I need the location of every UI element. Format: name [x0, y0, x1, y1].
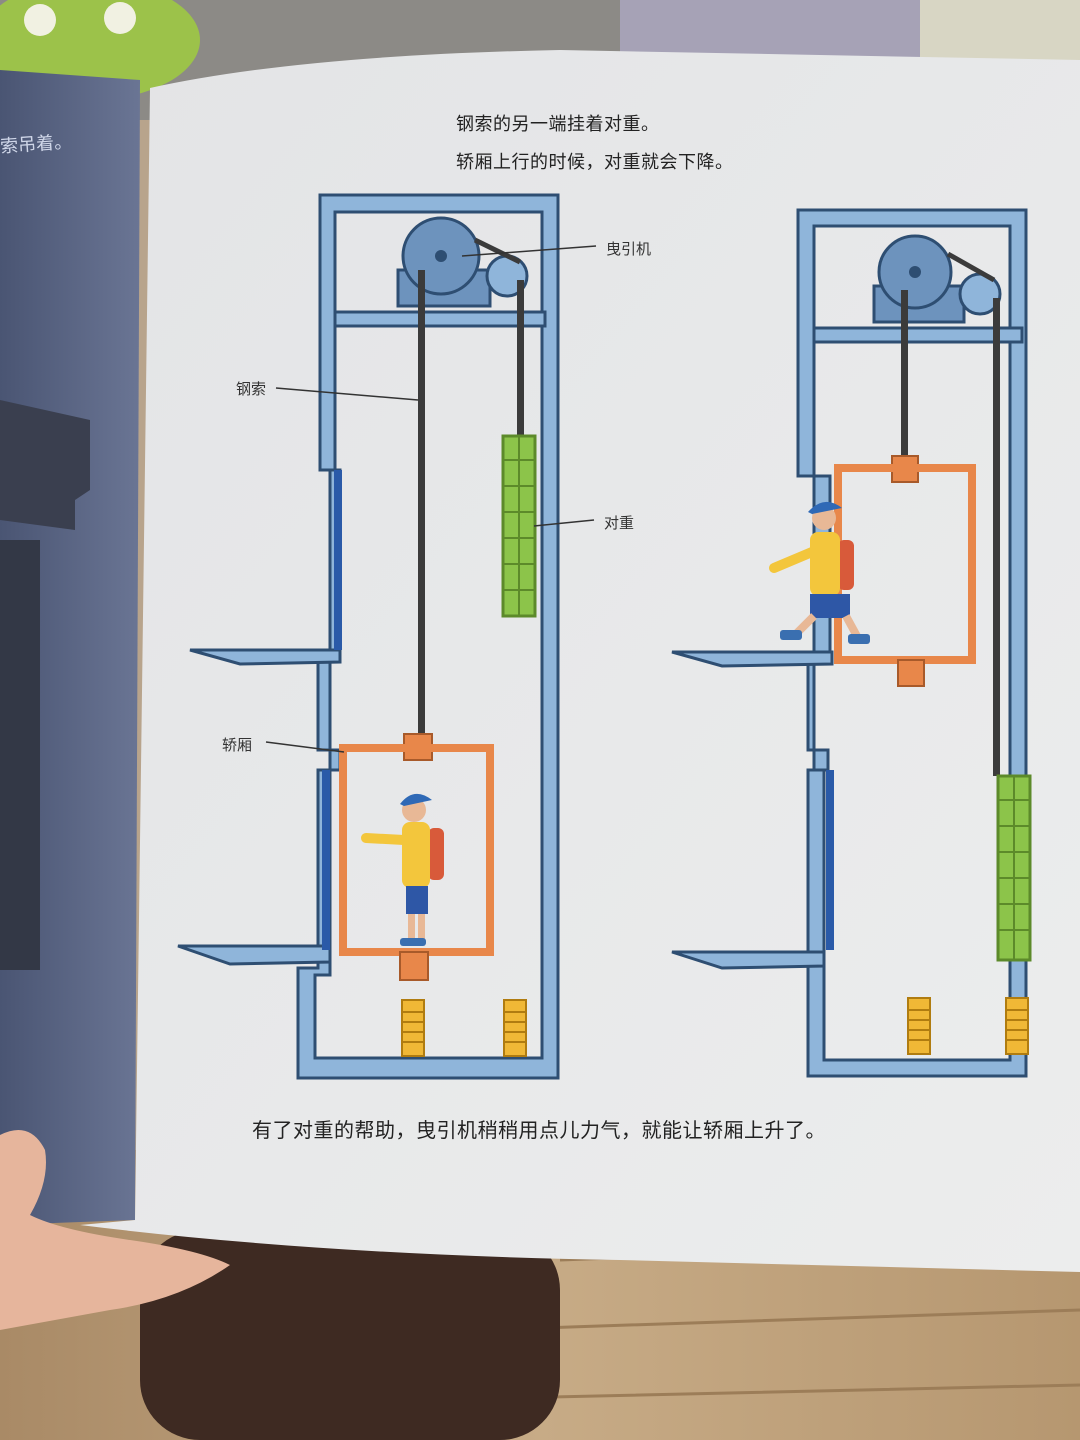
buffer-spring-icon	[1005, 997, 1029, 1055]
label-traction-machine: 曳引机	[606, 240, 652, 258]
machine-room-beam	[812, 326, 1024, 344]
elevator-shaft	[796, 208, 1028, 1078]
floor-ledge	[189, 648, 342, 666]
landing-door	[826, 770, 834, 950]
dark-table	[140, 1230, 560, 1440]
car-frame	[339, 744, 494, 956]
wire-rope	[473, 237, 522, 265]
counterweight	[996, 774, 1032, 962]
left-page-illustration	[0, 400, 90, 530]
leader-line-traction	[461, 245, 597, 257]
leader-line-car	[265, 741, 345, 753]
car-bottom-block	[399, 951, 429, 981]
car-bottom-block	[897, 659, 925, 687]
elevator-diagram-car-up	[671, 208, 1032, 1078]
boy-with-backpack-icon	[769, 501, 870, 644]
floor-ledge	[671, 950, 826, 970]
landing-door	[334, 470, 342, 650]
top-caption-line-1: 钢索的另一端挂着对重。	[456, 114, 660, 135]
top-caption-line-2: 轿厢上行的时候，对重就会下降。	[456, 152, 734, 173]
elevator-car	[339, 733, 494, 981]
floor-ledge	[177, 944, 332, 966]
label-car: 轿厢	[222, 736, 253, 754]
bottom-caption: 有了对重的帮助，曳引机稍稍用点儿力气，就能让轿厢上升了。	[252, 1118, 826, 1142]
wire-rope	[418, 270, 425, 740]
plush-toy-eye	[24, 4, 56, 36]
wire-rope	[517, 280, 524, 440]
landing-door	[322, 770, 330, 950]
buffer-spring-icon	[401, 999, 425, 1057]
plush-toy-eye	[104, 2, 136, 34]
left-page-caption: 索吊着。	[0, 131, 73, 158]
label-wire-rope: 钢索	[236, 380, 267, 398]
boy-with-backpack-icon	[361, 793, 444, 946]
floor-ledge	[671, 650, 834, 668]
wire-rope	[946, 251, 996, 283]
counterweight	[501, 434, 537, 618]
wire-rope	[993, 298, 1000, 776]
label-counterweight: 对重	[604, 514, 635, 532]
leader-line-counterweight	[533, 519, 595, 527]
wire-rope	[901, 290, 908, 456]
leader-line-rope	[275, 387, 419, 401]
pulley-hub-icon	[909, 266, 921, 278]
left-page-illustration	[0, 540, 40, 970]
hand	[0, 1130, 230, 1330]
elevator-diagram-car-down	[177, 193, 597, 1080]
machine-room-beam	[333, 310, 547, 328]
buffer-spring-icon	[907, 997, 931, 1055]
pulley-hub-icon	[435, 250, 447, 262]
buffer-spring-icon	[503, 999, 527, 1057]
